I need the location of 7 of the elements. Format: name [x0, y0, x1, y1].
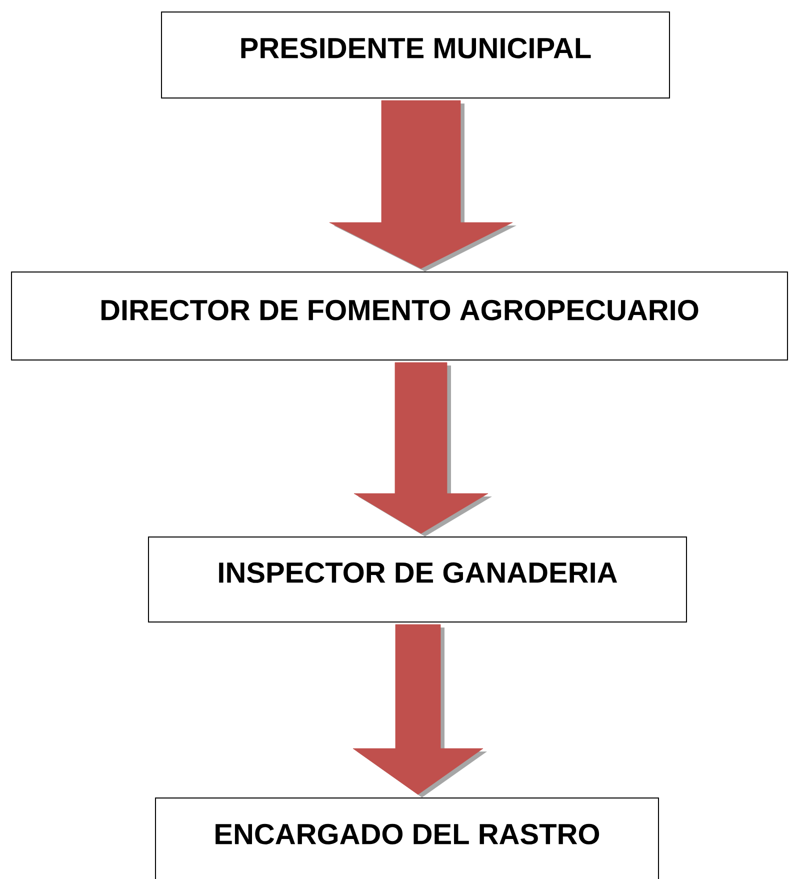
block-arrow	[354, 362, 492, 536]
title-box: INSPECTOR DE GANADERIA	[148, 536, 687, 622]
title-box: PRESIDENTE MUNICIPAL	[161, 12, 670, 98]
block-arrow	[329, 100, 516, 272]
title-box: ENCARGADO DEL RASTRO	[155, 798, 659, 879]
block-arrow	[352, 624, 487, 798]
title-box: DIRECTOR DE FOMENTO AGROPECUARIO	[11, 272, 788, 360]
